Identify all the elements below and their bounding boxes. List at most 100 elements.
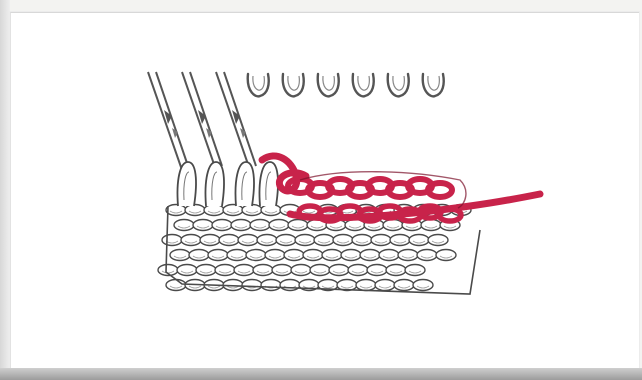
stitch-icon [231,220,251,231]
stitch-icon [310,265,330,276]
stitch-icon [204,205,224,216]
stitch-icon [360,250,380,261]
stitch-icon [371,235,391,246]
stitch-icon [322,250,342,261]
stitch-icon [215,265,235,276]
stitch-icon [405,265,425,276]
knitting-needle-icon [148,72,188,170]
stitch-icon [170,250,190,261]
stitch-icon [280,280,300,291]
hook-outer [248,74,269,96]
stitch-icon [333,235,353,246]
stitch-icon [348,265,368,276]
stitch-icon [288,220,308,231]
needle-shaft-a [148,72,182,170]
stitch-icon [174,220,194,231]
stitch-icon [428,235,448,246]
stitch-icon [246,250,266,261]
stitch-icon [181,235,201,246]
needle-loops [177,162,278,206]
hook-inner [323,76,334,90]
hook-icon [283,74,304,96]
stitch-icon [166,205,186,216]
hook-icon [248,74,269,96]
stitch-icon [421,220,441,231]
stitch-icon [367,265,387,276]
stitch-icon [436,250,456,261]
hook-inner [288,76,299,90]
stitch-icon [379,250,399,261]
stitch-icon [261,280,281,291]
hook-outer [318,74,339,96]
stitch-icon [166,280,186,291]
stitch-icon [196,265,216,276]
needle-shaft-b [224,72,256,166]
hook-icon [353,74,374,96]
stitch-icon [284,250,304,261]
stitch-icon [242,205,262,216]
hook-inner [358,76,369,90]
stitch-icon [417,250,437,261]
stitch-icon [390,235,410,246]
stitch-icon [314,235,334,246]
stitch-icon [329,265,349,276]
stitch-icon [227,250,247,261]
stitch-icon [341,250,361,261]
knitting-needle-icon [182,72,222,170]
loop-icon [259,162,278,206]
hook-inner [428,76,439,90]
stitch-icon [253,265,273,276]
stitch-icon [200,235,220,246]
hook-outer [388,74,409,96]
needle-shaft-b [190,72,222,166]
needle-shaft-a [182,72,216,170]
empty-needle-hooks [248,74,444,96]
stitch-icon [383,220,403,231]
hook-inner [393,76,404,90]
stitch-icon [413,280,433,291]
hook-outer [283,74,304,96]
hook-icon [388,74,409,96]
hook-icon [318,74,339,96]
stitch-icon [375,280,395,291]
needle-shaft-a [216,72,250,170]
loop-icon [235,162,254,206]
stitch-icon [185,205,205,216]
hook-outer [353,74,374,96]
stitch-icon [238,235,258,246]
stitch-icon [295,235,315,246]
hook-outer [423,74,444,96]
loop-icon [205,162,224,206]
stitch-icon [212,220,232,231]
stitch-icon [409,235,429,246]
stitch-icon [189,250,209,261]
stitch-icon [193,220,213,231]
stitch-icon [291,265,311,276]
stitch-icon [394,280,414,291]
stitch-icon [250,220,270,231]
hook-inner [253,76,264,90]
stitch-icon [219,235,239,246]
stitch-icon [242,280,262,291]
stitch-icon [303,250,323,261]
stitch-icon [234,265,254,276]
stitch-icon [208,250,228,261]
needle-shaft-b [156,72,188,166]
stitch-icon [261,205,281,216]
latch-needles [148,72,256,170]
stitch-icon [352,235,372,246]
stitch-icon [257,235,277,246]
stitch-icon [269,220,289,231]
stitch-icon [398,250,418,261]
stitch-icon [177,265,197,276]
stitch-icon [162,235,182,246]
stitch-icon [276,235,296,246]
stitch-icon [223,205,243,216]
stitch-icon [356,280,376,291]
hook-icon [423,74,444,96]
stitch-icon [272,265,292,276]
stitch-icon [265,250,285,261]
stitch-icon [386,265,406,276]
